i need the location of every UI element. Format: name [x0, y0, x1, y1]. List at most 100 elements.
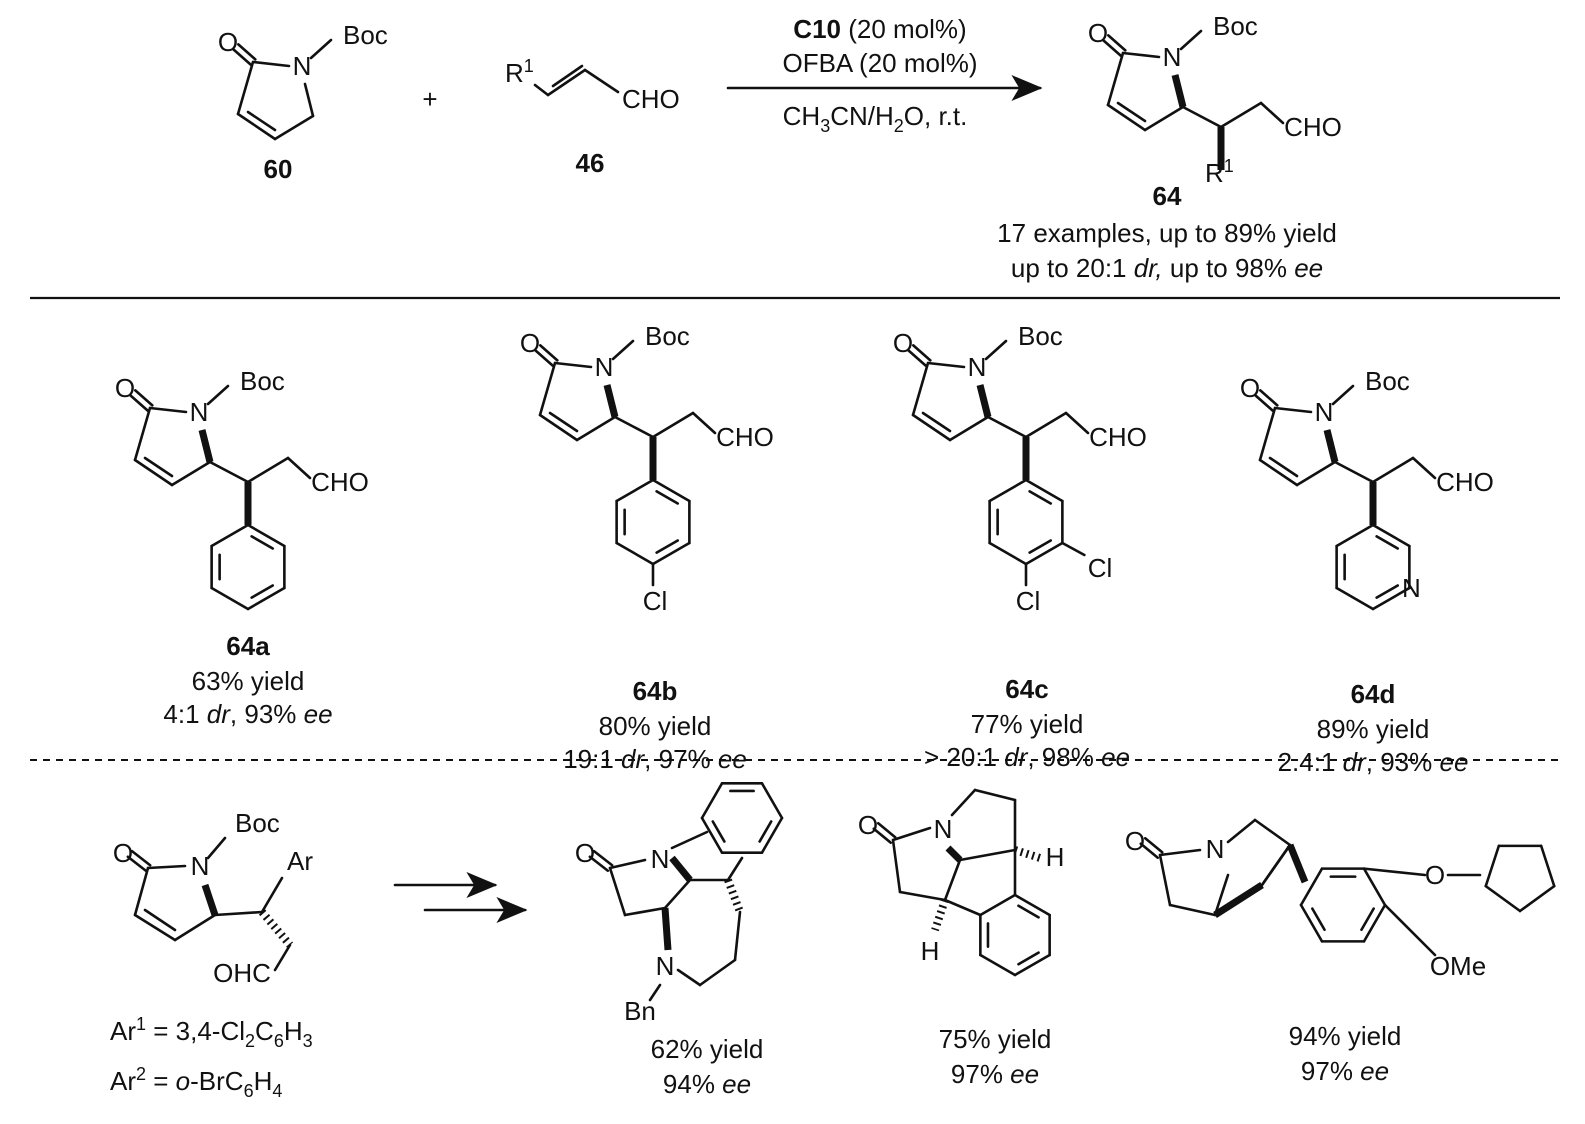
bond [1139, 842, 1160, 860]
bond [1226, 818, 1257, 844]
bond [237, 43, 257, 61]
oxygen-label: O [520, 328, 540, 358]
bond [891, 838, 902, 894]
solvent-part: 3 [820, 116, 830, 136]
selectivity-part: , 97% [644, 744, 718, 774]
bond [648, 983, 662, 1002]
bond [588, 855, 610, 873]
bond [1168, 903, 1217, 917]
oxygen-label: O [1088, 18, 1108, 48]
summary-part: up to 98% [1163, 253, 1295, 283]
bond [1484, 844, 1501, 888]
bond [210, 523, 250, 548]
bond [286, 456, 312, 480]
boc-label: Boc [645, 321, 690, 351]
bond [1362, 867, 1427, 877]
bond [1539, 844, 1556, 888]
bond [921, 411, 952, 433]
bond [206, 836, 227, 860]
bond [1107, 34, 1127, 52]
bond [210, 586, 250, 611]
bond [1484, 884, 1522, 913]
bond [129, 394, 149, 412]
oxygen-label: O [1240, 373, 1260, 403]
bond [250, 584, 275, 599]
ee-text: 97% ee [1301, 1056, 1389, 1086]
compound-46 [533, 64, 620, 97]
product-64-label: 64 [1153, 181, 1182, 211]
t: H [254, 1066, 273, 1096]
ee-value: 97% [1301, 1056, 1360, 1086]
bond [133, 913, 177, 942]
bond [711, 820, 726, 843]
bond [1024, 411, 1068, 439]
summary-part: up to 20:1 [1011, 253, 1134, 283]
t: H [284, 1016, 303, 1046]
bond [1331, 384, 1355, 406]
selectivity-part: > 20:1 [924, 742, 1004, 772]
oxygen-label: O [218, 27, 238, 57]
nitrogen-label: N [293, 51, 312, 81]
bond [1024, 478, 1064, 503]
bond [533, 83, 550, 97]
hashed-bond [1013, 846, 1042, 862]
bond [534, 349, 554, 367]
bond [251, 60, 291, 68]
selectivity-part: , 93% [1366, 747, 1440, 777]
wedge-bond [1213, 882, 1264, 918]
selectivity-part: 2.4:1 [1278, 747, 1343, 777]
chlorine-label: Cl [1088, 553, 1113, 583]
nitrogen-label: N [1206, 834, 1225, 864]
wedge-bond [1286, 843, 1309, 884]
bond [663, 878, 692, 910]
wedge-bond [1323, 429, 1339, 463]
summary-line-2: up to 20:1 dr, up to 98% ee [1011, 253, 1323, 283]
hashed-bond [258, 909, 294, 948]
bond [733, 910, 742, 962]
boc-label: Boc [1365, 366, 1410, 396]
solvent-part: CH [783, 101, 821, 131]
boc-label: Boc [1018, 321, 1063, 351]
catalyst-text: C10 (20 mol%) [793, 14, 966, 44]
selectivity-text: > 20:1 dr, 98% ee [924, 742, 1130, 772]
ee-text: 94% ee [663, 1069, 751, 1099]
oxygen-label: O [115, 373, 135, 403]
ar1-definition: Ar1 = 3,4-Cl2C6H3 [110, 1014, 313, 1051]
ee-unit: ee [1010, 1059, 1039, 1089]
bond [973, 788, 1017, 802]
bond [986, 415, 1028, 439]
bond [1259, 389, 1279, 407]
bond [575, 415, 617, 442]
catalyst-name: C10 [793, 14, 841, 44]
cho-label: CHO [1089, 422, 1147, 452]
bond [551, 64, 584, 88]
bond [1106, 103, 1147, 132]
bond [126, 855, 148, 873]
selectivity-part: dr [621, 744, 645, 774]
bond [698, 958, 737, 987]
t: 6 [274, 1031, 284, 1051]
bond [1017, 904, 1040, 919]
selectivity-text: 19:1 dr, 97% ee [563, 744, 747, 774]
oxygen-label: O [858, 810, 878, 840]
ar2-definition: Ar2 = o-BrC6H4 [110, 1064, 282, 1101]
cho-label: CHO [716, 422, 774, 452]
bond [1116, 101, 1147, 123]
bond [1335, 523, 1375, 548]
bond [538, 413, 579, 442]
bond [979, 893, 1017, 917]
bond [1333, 460, 1375, 484]
bond [303, 82, 315, 118]
summary-line-1: 17 examples, up to 89% yield [997, 218, 1337, 248]
bond [615, 541, 655, 566]
t: C [255, 1016, 274, 1046]
compound-label: 64c [1005, 674, 1048, 704]
t: 3 [303, 1031, 313, 1051]
bond [250, 535, 275, 550]
